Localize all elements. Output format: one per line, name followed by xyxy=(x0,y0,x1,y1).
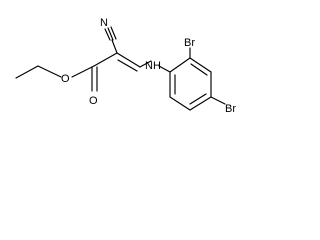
ring-bond-4 xyxy=(189,96,212,111)
bond-o-carbonyl xyxy=(71,65,95,78)
bond-vinyl-double-1 xyxy=(116,52,141,68)
bond-vinyl-double-2 xyxy=(117,59,138,72)
ring-bond-2 xyxy=(189,57,212,73)
ring-inner-bond-2 xyxy=(189,93,207,105)
atom-label-carbonyl-o: O xyxy=(89,95,98,107)
ring-bond-1 xyxy=(169,57,191,73)
bond-vinyl-nh xyxy=(139,60,152,68)
bond-nitrile-triple-2 xyxy=(107,27,114,41)
bond-ring-br-para xyxy=(210,96,226,105)
bond-carbonyl-alpha xyxy=(93,52,118,67)
bond-nitrile-triple-3 xyxy=(110,26,117,40)
bond-ethyl-ch3 xyxy=(15,65,39,79)
ring-inner-bond-1 xyxy=(190,63,208,76)
molecule-structure: N O O NH Br Br xyxy=(15,17,236,115)
ring-bond-5 xyxy=(169,96,191,111)
atom-label-br-para: Br xyxy=(225,103,236,115)
atom-label-amine: NH xyxy=(145,60,161,72)
bond-nitrile-triple-1 xyxy=(104,28,111,41)
bond-alpha-cn xyxy=(111,39,118,54)
bond-nh-ring xyxy=(158,65,171,73)
atom-label-nitrile-n: N xyxy=(100,17,108,29)
atom-label-br-ortho: Br xyxy=(184,37,195,49)
bond-ethyl-ch2-o xyxy=(37,65,62,78)
atom-label-ester-o: O xyxy=(61,73,70,85)
